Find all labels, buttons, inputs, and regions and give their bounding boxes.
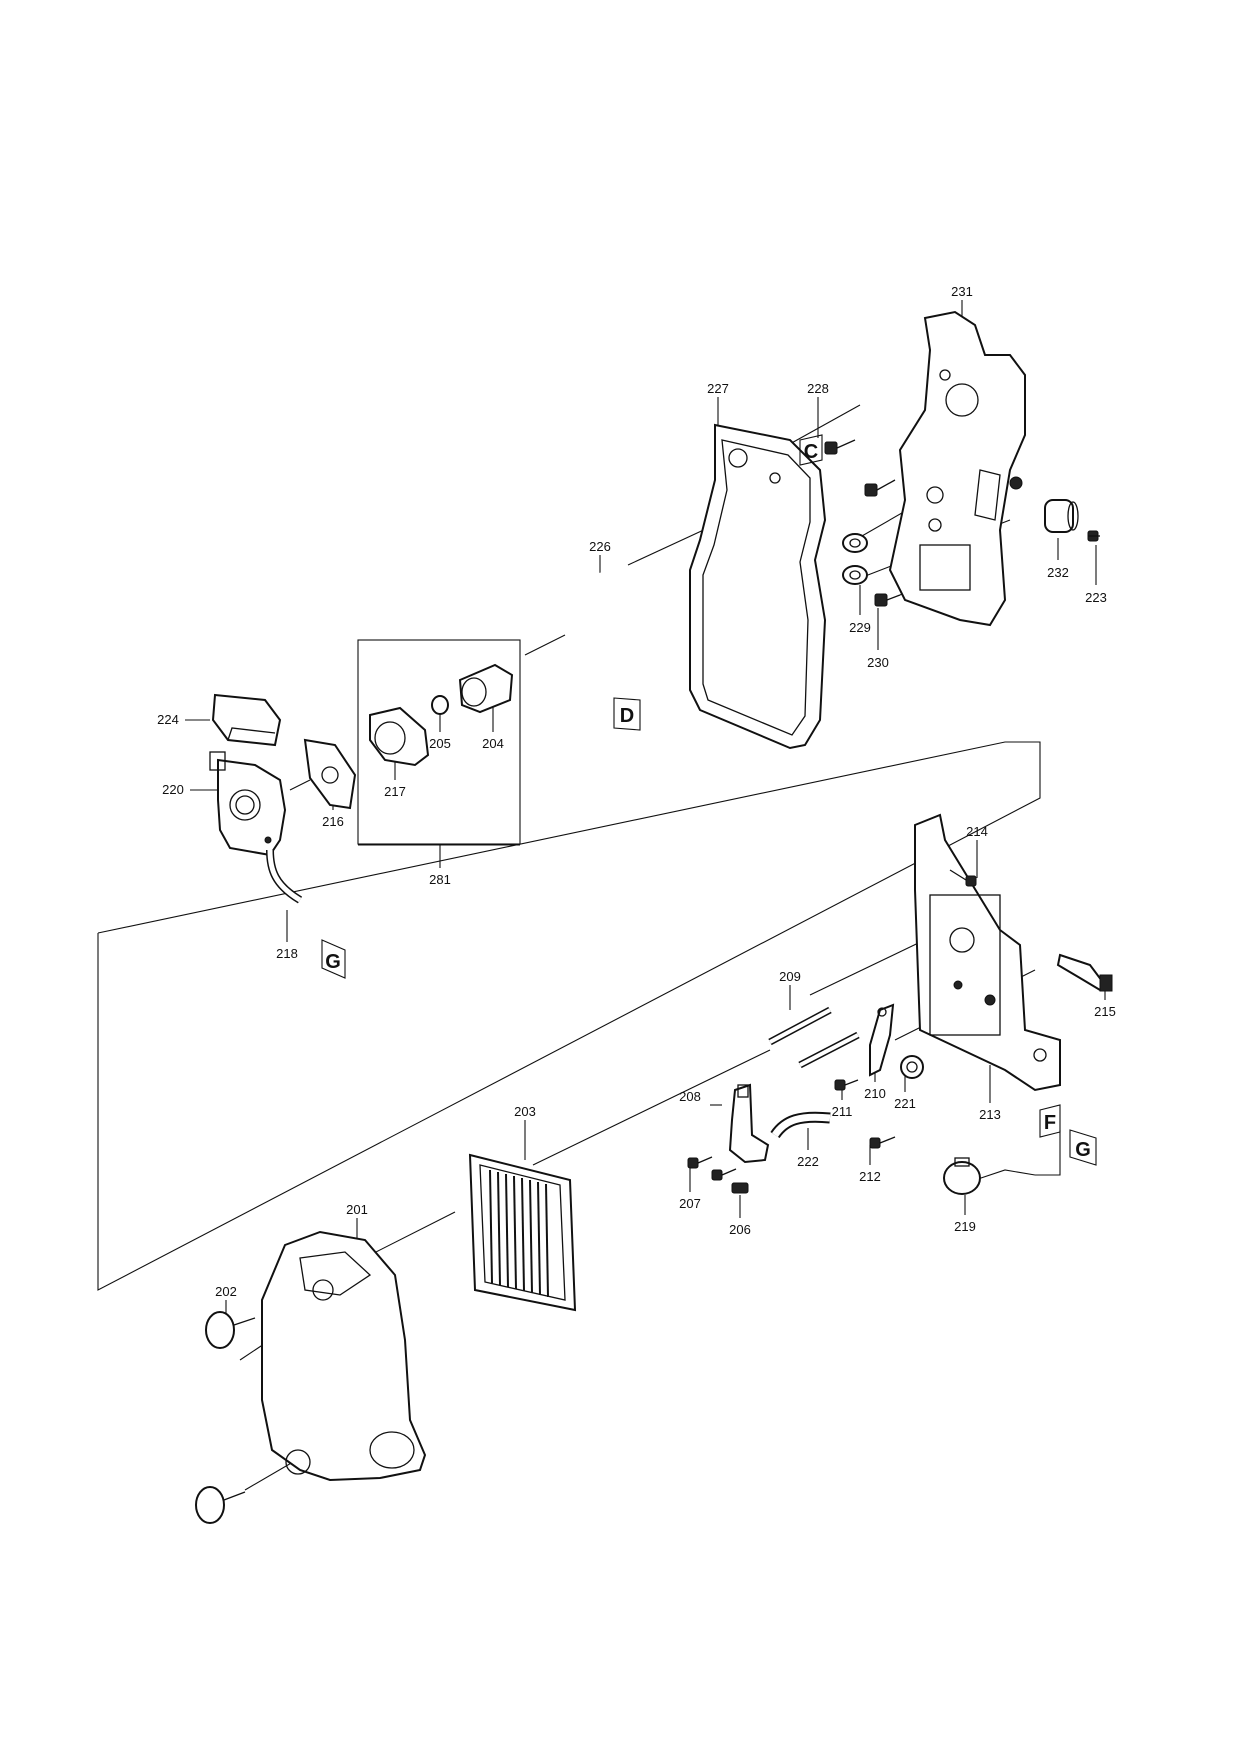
part-201-cover xyxy=(261,1230,427,1482)
label-220: 220 xyxy=(162,782,184,797)
label-217: 217 xyxy=(384,784,406,799)
part-231-bracket-plate xyxy=(888,310,1026,627)
label-215: 215 xyxy=(1094,1004,1116,1019)
svg-text:F: F xyxy=(1044,1112,1056,1134)
part-207-screw xyxy=(687,1156,737,1181)
label-232: 232 xyxy=(1047,565,1069,580)
marker-d: D xyxy=(613,697,641,731)
marker-f: F xyxy=(1039,1104,1061,1138)
part-217-adapter xyxy=(369,706,430,767)
part-212-screw xyxy=(869,1136,896,1149)
svg-text:C: C xyxy=(804,441,818,463)
part-220-carburetor xyxy=(209,751,287,857)
label-211: 211 xyxy=(832,1104,853,1119)
label-221: 221 xyxy=(894,1096,916,1111)
marker-g-upper: G xyxy=(321,939,346,979)
part-224-cover xyxy=(211,693,282,747)
reference-markers: C D G F G xyxy=(321,434,1097,1166)
label-214: 214 xyxy=(966,824,988,839)
part-214-screw xyxy=(949,869,977,887)
part-205-oring xyxy=(431,695,449,715)
label-222: 222 xyxy=(797,1154,819,1169)
svg-text:G: G xyxy=(325,951,341,973)
label-210: 210 xyxy=(864,1086,886,1101)
label-202: 202 xyxy=(215,1284,237,1299)
part-232-cap xyxy=(1044,499,1079,533)
label-231: 231 xyxy=(951,284,973,299)
label-213: 213 xyxy=(979,1107,1001,1122)
label-226: 226 xyxy=(589,539,611,554)
part-209-pin xyxy=(768,1006,860,1069)
label-209: 209 xyxy=(779,969,801,984)
part-213-main-plate xyxy=(914,813,1061,1092)
label-204: 204 xyxy=(482,736,504,751)
part-219-primer-bulb xyxy=(943,1157,981,1195)
part-203-air-filter xyxy=(468,1153,577,1312)
label-229: 229 xyxy=(849,620,871,635)
marker-g-lower: G xyxy=(1069,1129,1097,1166)
label-228: 228 xyxy=(807,381,829,396)
label-227: 227 xyxy=(707,381,729,396)
part-228-screw xyxy=(824,439,896,497)
label-218: 218 xyxy=(276,946,298,961)
part-227-gasket xyxy=(689,423,827,750)
label-223: 223 xyxy=(1085,590,1107,605)
label-208: 208 xyxy=(679,1089,701,1104)
part-230-screw xyxy=(874,593,901,607)
label-201: 201 xyxy=(346,1202,368,1217)
label-203: 203 xyxy=(514,1104,536,1119)
label-216: 216 xyxy=(322,814,344,829)
label-207: 207 xyxy=(679,1196,701,1211)
marker-c: C xyxy=(799,434,823,466)
part-206-clip xyxy=(731,1182,749,1194)
part-221-washer xyxy=(900,1055,924,1079)
svg-text:D: D xyxy=(620,705,634,727)
part-202-knob xyxy=(195,1311,256,1524)
label-205: 205 xyxy=(429,736,451,751)
part-226-tube xyxy=(549,572,625,748)
label-224: 224 xyxy=(157,712,179,727)
label-281: 281 xyxy=(429,872,451,887)
part-223-screw xyxy=(1087,530,1100,542)
svg-text:G: G xyxy=(1075,1139,1091,1161)
label-219: 219 xyxy=(954,1219,976,1234)
assembly-281-box xyxy=(357,639,521,845)
part-229-washers xyxy=(842,533,868,585)
label-212: 212 xyxy=(859,1169,881,1184)
part-222-hose xyxy=(770,1111,831,1139)
part-211-screw xyxy=(834,1079,859,1091)
part-210-link xyxy=(869,1003,895,1077)
part-208-bracket xyxy=(728,1083,770,1164)
label-206: 206 xyxy=(729,1222,751,1237)
part-215-lever xyxy=(1056,953,1113,992)
part-labels: 231 227 228 226 232 223 229 230 224 220 … xyxy=(157,284,1116,1299)
part-216-gasket xyxy=(303,738,357,810)
part-204-fitting xyxy=(458,663,514,714)
part-218-hose xyxy=(266,849,303,904)
label-230: 230 xyxy=(867,655,889,670)
